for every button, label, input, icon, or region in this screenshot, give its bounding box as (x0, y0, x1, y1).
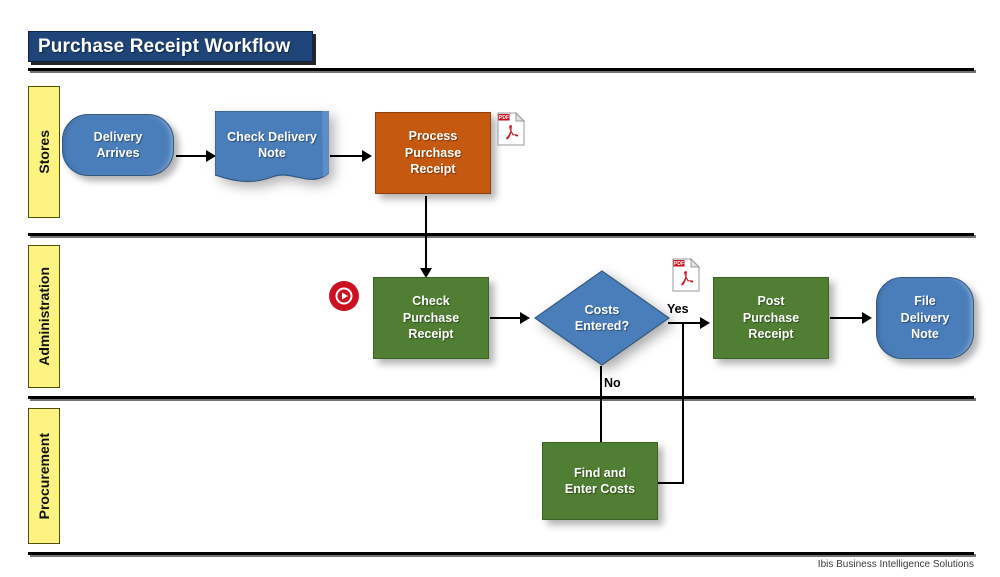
pdf-file-icon[interactable]: PDF (497, 112, 525, 146)
svg-text:PDF: PDF (674, 261, 684, 267)
arrowhead-post-to-file (862, 312, 872, 324)
lane-rule-admin-procurement (28, 396, 974, 399)
connector-checknote-to-process (330, 155, 366, 157)
page-title: Purchase Receipt Workflow (38, 35, 291, 57)
lane-rule-top (28, 68, 974, 71)
lane-label-procurement: Procurement (28, 408, 60, 544)
lane-label-stores: Stores (28, 86, 60, 218)
pdf-file-icon[interactable]: PDF (672, 258, 700, 292)
arrowhead-checknote-to-process (362, 150, 372, 162)
branch-label-no: No (604, 376, 621, 390)
diagram-title-bar: Purchase Receipt Workflow (28, 31, 313, 62)
svg-text:PDF: PDF (499, 115, 509, 121)
lane-label-administration-text: Administration (36, 267, 52, 366)
footer-credit: Ibis Business Intelligence Solutions (817, 559, 974, 570)
pdf-file-icon-glyph: PDF (497, 112, 525, 146)
decision-diamond-shape-icon (534, 270, 670, 366)
lane-rule-stores-admin (28, 233, 974, 236)
arrowhead-check-to-decision (520, 312, 530, 324)
connector-process-to-check (425, 196, 427, 274)
arrowhead-process-to-check (420, 268, 432, 278)
arrowhead-delivery-to-checknote (206, 150, 216, 162)
connector-find-return-horizontal (658, 482, 684, 484)
lane-label-stores-text: Stores (36, 130, 52, 174)
play-video-icon-glyph (329, 281, 359, 311)
lane-rule-bottom (28, 552, 974, 555)
connector-no-to-find (600, 366, 602, 461)
lane-label-procurement-text: Procurement (36, 432, 52, 520)
arrowhead-yes-to-post (700, 317, 710, 329)
connector-post-to-file (830, 317, 867, 319)
connector-find-return-vertical (682, 322, 684, 484)
document-shape-icon (215, 111, 329, 183)
lane-label-administration: Administration (28, 245, 60, 388)
connector-delivery-to-checknote (176, 155, 208, 157)
pdf-file-icon-glyph: PDF (672, 258, 700, 292)
connector-yes-to-post (668, 322, 706, 324)
branch-label-yes: Yes (667, 302, 689, 316)
play-video-icon[interactable] (327, 279, 361, 313)
connector-check-to-decision (490, 317, 523, 319)
